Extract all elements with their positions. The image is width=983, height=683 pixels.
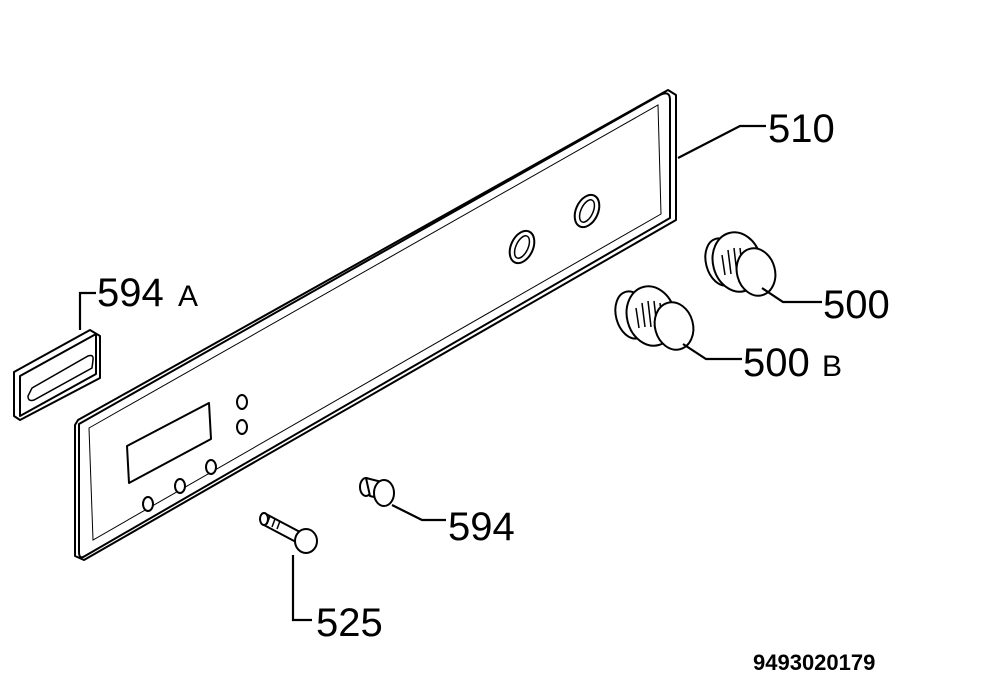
label-594: 594 <box>448 505 515 549</box>
label-510: 510 <box>768 107 835 151</box>
leader-line-510 <box>677 124 766 159</box>
panel-button <box>236 419 248 435</box>
screw-525 <box>259 512 318 554</box>
label-500b-number: 500 <box>743 341 810 385</box>
clip-594 <box>359 477 395 507</box>
knob-500 <box>704 231 777 297</box>
label-525: 525 <box>316 601 383 645</box>
control-panel-510 <box>74 89 677 561</box>
display-window <box>126 402 212 484</box>
leader-line-594 <box>391 504 446 522</box>
panel-button <box>142 496 154 512</box>
label-500b-suffix: B <box>822 350 842 383</box>
knob-hole <box>573 193 601 229</box>
label-500: 500 <box>823 283 890 327</box>
clip-594a <box>13 329 101 421</box>
knob-hole <box>508 229 536 265</box>
panel-button <box>174 478 186 494</box>
label-594a-number: 594 <box>97 271 164 315</box>
panel-button <box>236 394 248 410</box>
panel-button <box>205 459 217 475</box>
leader-line-500b <box>682 343 742 361</box>
leader-line-525 <box>291 555 312 622</box>
leader-line-500 <box>761 287 822 304</box>
reference-code: 9493020179 <box>753 650 875 675</box>
knob-500b <box>614 285 695 351</box>
label-594a-suffix: A <box>178 280 198 313</box>
leader-line-594a <box>78 291 96 330</box>
